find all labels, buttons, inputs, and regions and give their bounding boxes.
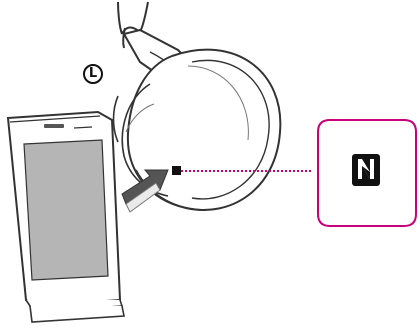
left-side-marker-circle [83,64,103,84]
nfc-callout-box [317,119,417,227]
player-screen [23,139,109,281]
player-top-button [44,124,64,128]
nfc-touch-point [172,166,181,175]
nfc-n-mark-icon [352,154,380,186]
walkman-player [6,110,125,323]
left-side-marker: L [88,66,98,81]
